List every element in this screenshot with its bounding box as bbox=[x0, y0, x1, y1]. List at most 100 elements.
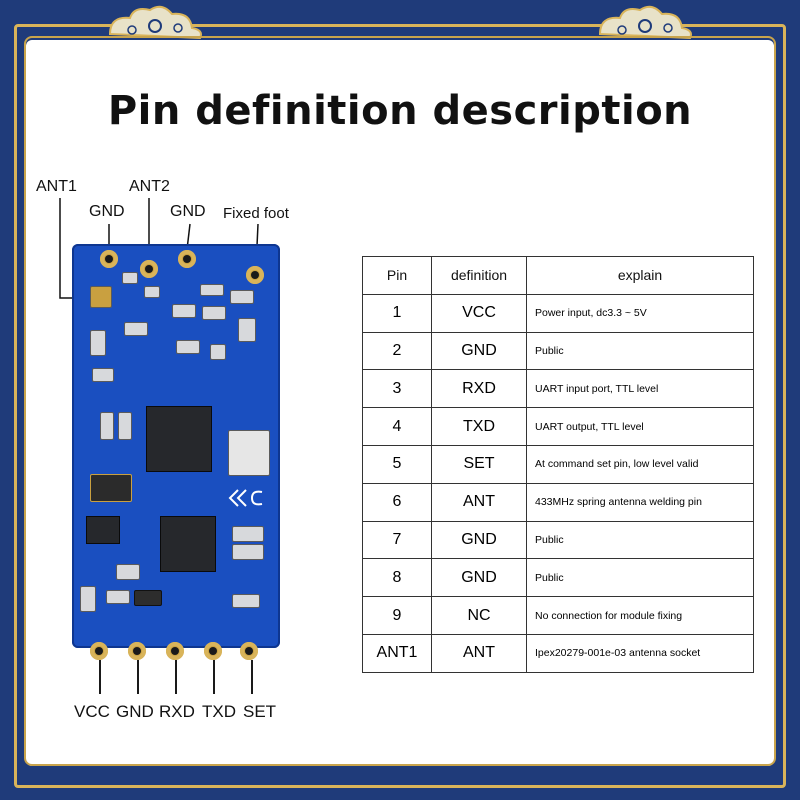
smd-component bbox=[230, 290, 254, 304]
header-pin: Pin bbox=[362, 256, 432, 295]
cell-explain: UART input port, TTL level bbox=[526, 369, 754, 409]
label-gnd-left: GND bbox=[89, 203, 125, 220]
smd-component bbox=[124, 322, 148, 336]
rf-ic-chip bbox=[160, 516, 216, 572]
label-ant2: ANT2 bbox=[129, 178, 170, 195]
header-explain: explain bbox=[526, 256, 754, 295]
right-cloud-ornament bbox=[598, 5, 692, 40]
hc-logo bbox=[228, 489, 263, 507]
label-rxd: RXD bbox=[159, 702, 195, 721]
smd-component bbox=[210, 344, 226, 360]
pad-vcc bbox=[90, 642, 108, 660]
outer-gold-border bbox=[14, 24, 786, 788]
pad-txd bbox=[204, 642, 222, 660]
crystal-oscillator bbox=[228, 430, 270, 476]
smd-component bbox=[90, 330, 106, 356]
cell-pin: ANT1 bbox=[362, 633, 432, 673]
smd-component bbox=[176, 340, 200, 354]
diode-component bbox=[134, 590, 162, 606]
smd-component bbox=[122, 272, 138, 284]
cell-pin: 5 bbox=[362, 444, 432, 484]
smd-component bbox=[232, 526, 264, 542]
smd-component bbox=[232, 544, 264, 560]
smd-component bbox=[118, 412, 132, 440]
pcb-module bbox=[72, 244, 280, 660]
pin-wire-rxd bbox=[175, 660, 177, 694]
cell-explain: Power input, dc3.3 ~ 5V bbox=[526, 293, 754, 333]
cell-definition: RXD bbox=[431, 369, 527, 409]
cell-pin: 1 bbox=[362, 293, 432, 333]
smd-component bbox=[144, 286, 160, 298]
cell-explain: UART output, TTL level bbox=[526, 407, 754, 446]
header-definition: definition bbox=[431, 256, 527, 295]
cell-pin: 2 bbox=[362, 331, 432, 371]
cell-definition: GND bbox=[431, 331, 527, 371]
label-gnd: GND bbox=[116, 702, 154, 721]
cell-pin: 8 bbox=[362, 558, 432, 598]
pad-set bbox=[240, 642, 258, 660]
cell-pin: 6 bbox=[362, 482, 432, 522]
cell-definition: TXD bbox=[431, 407, 527, 446]
cell-pin: 4 bbox=[362, 407, 432, 446]
pad-gnd-top-left bbox=[100, 250, 118, 268]
label-fixed-foot: Fixed foot bbox=[223, 205, 289, 222]
pad-ant2 bbox=[140, 260, 158, 278]
label-ant1: ANT1 bbox=[36, 178, 77, 195]
smd-component bbox=[172, 304, 196, 318]
cell-definition: GND bbox=[431, 520, 527, 560]
cell-definition: SET bbox=[431, 444, 527, 484]
inductor-component bbox=[90, 474, 132, 502]
cell-pin: 9 bbox=[362, 596, 432, 635]
pin-wire-txd bbox=[213, 660, 215, 694]
label-gnd-right: GND bbox=[170, 203, 206, 220]
pad-gnd-top-right bbox=[178, 250, 196, 268]
smd-component bbox=[202, 306, 226, 320]
table-header-row: Pin definition explain bbox=[362, 256, 754, 295]
pin-wire-vcc bbox=[99, 660, 101, 694]
inner-gold-border bbox=[24, 36, 776, 766]
cell-explain: At command set pin, low level valid bbox=[526, 444, 754, 484]
cell-explain: Public bbox=[526, 558, 754, 598]
smd-component bbox=[116, 564, 140, 580]
label-vcc: VCC bbox=[74, 702, 110, 721]
main-ic-chip bbox=[146, 406, 212, 472]
label-set: SET bbox=[243, 702, 277, 721]
cell-explain: 433MHz spring antenna welding pin bbox=[526, 482, 754, 522]
smd-component bbox=[106, 590, 130, 604]
cell-definition: ANT bbox=[431, 633, 527, 673]
cell-explain: No connection for module fixing bbox=[526, 596, 754, 635]
smd-component bbox=[200, 284, 224, 296]
pad-gnd bbox=[128, 642, 146, 660]
cell-explain: Ipex20279-001e-03 antenna socket bbox=[526, 633, 754, 673]
cell-pin: 3 bbox=[362, 369, 432, 409]
cell-definition: ANT bbox=[431, 482, 527, 522]
page-title: Pin definition description bbox=[107, 88, 693, 134]
cell-pin: 7 bbox=[362, 520, 432, 560]
cell-definition: GND bbox=[431, 558, 527, 598]
ipex-antenna-socket bbox=[90, 286, 112, 308]
pad-fixed-foot bbox=[246, 266, 264, 284]
smd-component bbox=[80, 586, 96, 612]
smd-component bbox=[238, 318, 256, 342]
smd-component bbox=[92, 368, 114, 382]
smd-component bbox=[232, 594, 260, 608]
left-cloud-ornament bbox=[108, 5, 202, 40]
pin-wire-gnd bbox=[137, 660, 139, 694]
small-transistor bbox=[86, 516, 120, 544]
cell-explain: Public bbox=[526, 331, 754, 371]
pin-wire-set bbox=[251, 660, 253, 694]
cell-definition: VCC bbox=[431, 293, 527, 333]
cell-definition: NC bbox=[431, 596, 527, 635]
cell-explain: Public bbox=[526, 520, 754, 560]
